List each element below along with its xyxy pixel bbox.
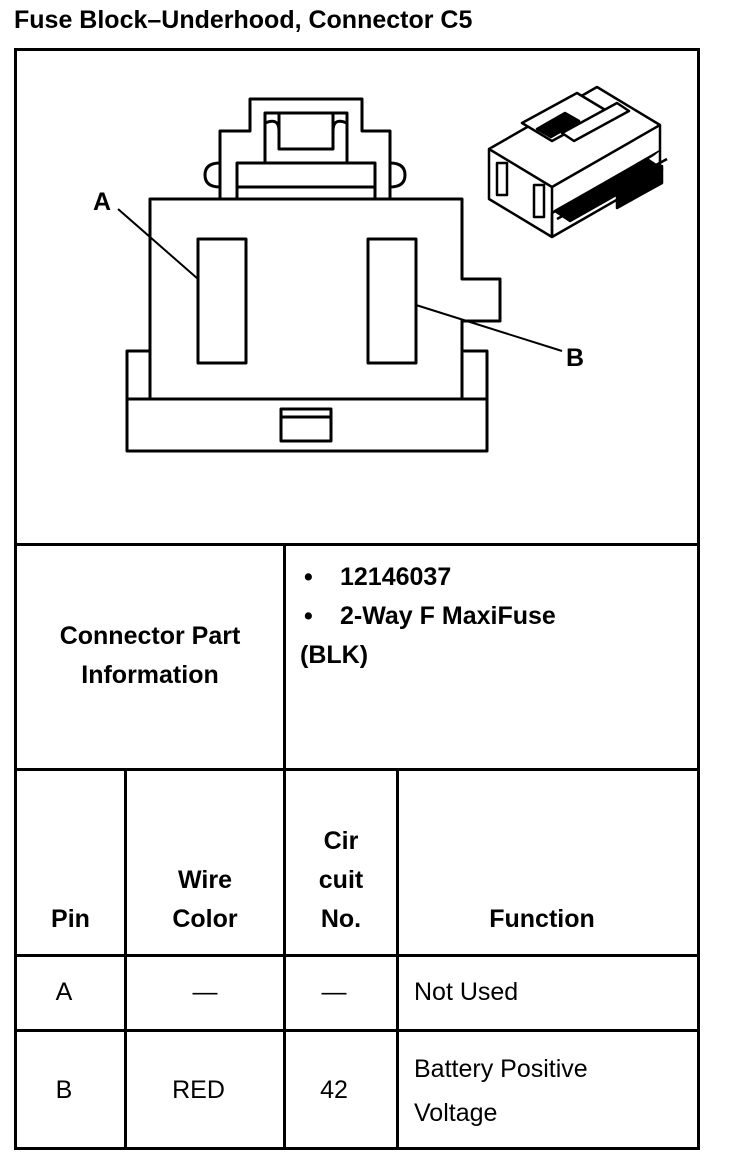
header-pin: Pin — [51, 905, 90, 933]
divider-col-2 — [283, 543, 286, 1150]
bullet-icon: • — [304, 563, 313, 591]
header-circuit-line2: cuit — [318, 866, 364, 894]
row-b-wire-color: RED — [172, 1076, 225, 1104]
connector-front-view — [125, 97, 502, 453]
row-b-function-line2: Voltage — [414, 1099, 498, 1127]
part-info-label-line1: Connector Part — [59, 622, 241, 650]
header-wire-color-line1: Wire — [178, 866, 232, 894]
part-number-item: • 12146037 — [300, 558, 451, 597]
pin-label-a: A — [93, 188, 111, 216]
row-a-function: Not Used — [414, 978, 519, 1006]
leader-lines — [117, 208, 563, 352]
divider-diagram — [14, 543, 700, 546]
part-info-label: Connector Part Information — [17, 617, 283, 695]
page-title: Fuse Block–Underhood, Connector C5 — [14, 6, 473, 34]
header-circuit-line3: No. — [320, 905, 362, 933]
header-circuit-line1: Cir — [323, 827, 359, 855]
header-function: Function — [489, 905, 595, 933]
divider-part-info — [14, 768, 700, 771]
header-wire-color-line2: Color — [172, 905, 238, 933]
header-wire-color: Wire Color — [127, 861, 283, 939]
row-b-circuit: 42 — [320, 1076, 348, 1104]
row-a-wire-color: — — [192, 978, 218, 1006]
part-color: (BLK) — [300, 641, 369, 669]
part-description-item: • 2-Way F MaxiFuse — [300, 597, 556, 636]
row-a-circuit: — — [321, 978, 347, 1006]
header-circuit-number: Cir cuit No. — [286, 822, 396, 939]
part-description: 2-Way F MaxiFuse — [340, 602, 556, 630]
row-a-pin: A — [55, 978, 73, 1006]
connector-table-frame — [14, 48, 700, 1150]
divider-col-1 — [124, 768, 127, 1150]
divider-header — [14, 954, 700, 957]
pin-label-b: B — [566, 344, 584, 372]
connector-isometric-view — [487, 85, 668, 239]
row-b-function: Battery Positive Voltage — [414, 1047, 694, 1135]
row-b-function-line1: Battery Positive — [414, 1055, 588, 1083]
connector-diagram: A B — [93, 85, 668, 453]
divider-col-3 — [396, 768, 399, 1150]
part-number: 12146037 — [340, 563, 452, 591]
row-b-pin: B — [55, 1076, 73, 1104]
part-info-label-line2: Information — [81, 661, 219, 689]
bullet-icon: • — [304, 602, 313, 630]
divider-row-a — [14, 1029, 700, 1032]
